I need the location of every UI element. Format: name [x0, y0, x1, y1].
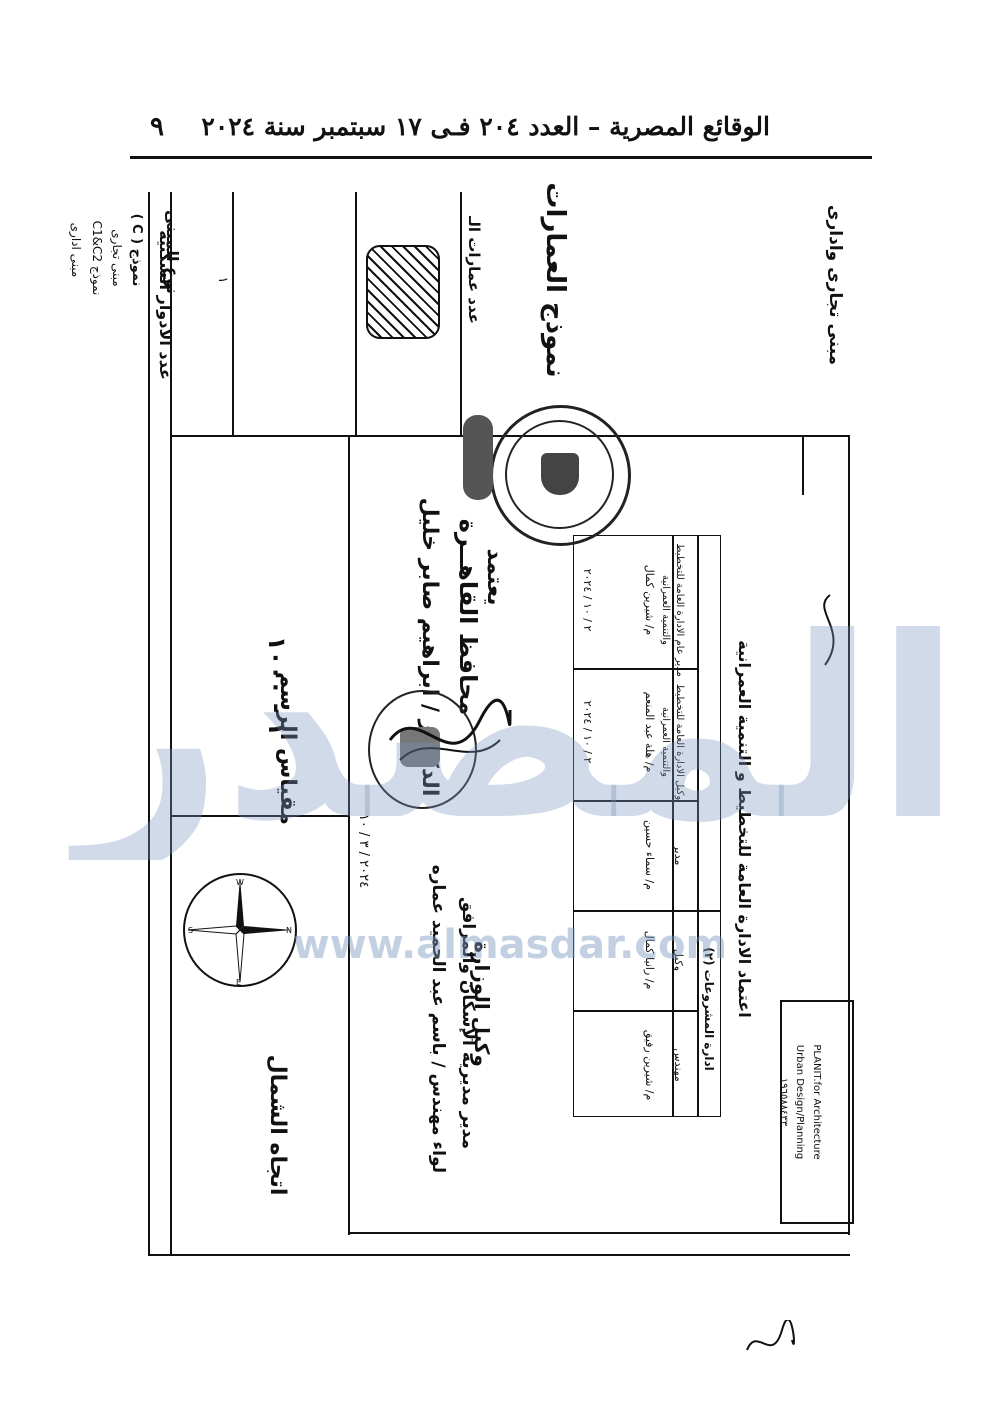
col-line-2	[355, 192, 357, 435]
eagle-emblem-icon	[541, 453, 579, 495]
approval-col-line-2	[697, 535, 699, 1117]
approval-row-4	[573, 1010, 697, 1012]
governor-signature	[388, 698, 512, 761]
model-heading: نموذج العمارات	[540, 182, 570, 378]
watermark-url: www.almasdar.com	[292, 922, 728, 968]
ministry-seal-inner	[505, 420, 614, 529]
frame-inner-left	[170, 192, 172, 1254]
approval-col-line	[672, 535, 674, 1117]
watermark-logo: المصدر	[79, 600, 961, 860]
header-rule	[130, 156, 872, 159]
approval-row-2	[573, 800, 697, 802]
model-desc-2: نموذج C1&C2	[90, 220, 104, 296]
page-number: ٩	[150, 112, 164, 142]
building-count-label: عدد عمارات الـ	[465, 216, 483, 324]
compass-s: S	[188, 926, 194, 935]
model-label: نموذج ( C )	[129, 213, 144, 287]
sign-divider	[348, 435, 350, 1235]
role-5-name: م/ شيرين رفيق	[643, 1029, 656, 1101]
building-type-label: نوع المبنى	[163, 209, 182, 294]
role-5-title: مهندس	[672, 1048, 685, 1082]
office-stamp-line1: PLANIT.for Architecture	[811, 1044, 822, 1160]
frame-right	[848, 435, 850, 1235]
compass-w: W	[236, 878, 244, 887]
compass-rose-icon	[183, 873, 297, 987]
page-initials-signature	[746, 1320, 795, 1351]
governor-seal-stamp	[368, 690, 477, 809]
compass-n: N	[286, 926, 292, 935]
model-desc-1: مبنى تجارى	[110, 229, 124, 287]
north-label: اتجاه الشمال	[265, 1054, 290, 1196]
model-desc-3: مبنى ادارى	[69, 222, 83, 278]
compass-e: E	[236, 978, 242, 987]
governor-emblem-icon	[400, 727, 440, 767]
gazette-title: الوقائع المصرية – العدد ٢٠٤ فـى ١٧ سبتمب…	[201, 112, 770, 141]
approval-row-1	[573, 668, 697, 670]
bottom-right-line	[348, 1232, 848, 1234]
handwritten-mark	[823, 594, 835, 666]
office-stamp-line3: ١٩٦٥٨٨٤٣٣	[778, 1077, 789, 1127]
office-stamp-line2: Urban Design/Planning	[794, 1044, 805, 1160]
col-line-1	[232, 192, 234, 435]
units-value: ١	[215, 276, 230, 284]
ministry-seal-stamp	[490, 405, 631, 546]
approval-row-3	[573, 910, 721, 912]
col-line-4	[802, 435, 804, 495]
scale-divider	[170, 815, 350, 817]
serial-stamp	[463, 415, 493, 500]
col-building-desc: مبنى تجارى وادارى	[825, 204, 845, 366]
approval-table-border	[573, 535, 721, 1117]
office-stamp-box	[780, 1000, 854, 1224]
drawing-frame	[148, 192, 850, 1256]
col-line-3	[460, 192, 462, 435]
building-footprint-hatch	[366, 245, 440, 339]
